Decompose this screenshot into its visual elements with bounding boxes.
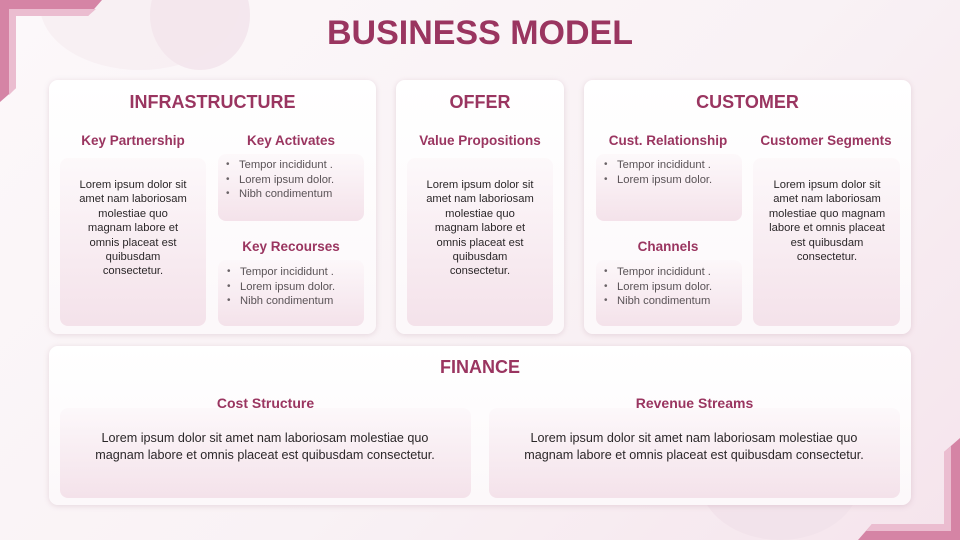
revenue-streams-text: Lorem ipsum dolor sit amet nam laboriosa… bbox=[524, 431, 864, 462]
value-propositions-text: Lorem ipsum dolor sit amet nam laboriosa… bbox=[426, 179, 534, 278]
revenue-streams-label: Revenue Streams bbox=[635, 395, 754, 411]
list-item: Lorem ipsum dolor. bbox=[227, 280, 335, 295]
list-item: Tempor incididunt . bbox=[604, 265, 712, 280]
cost-structure-panel bbox=[60, 408, 471, 498]
key-recourses-label: Key Recourses bbox=[242, 239, 340, 254]
corner-decoration-top-left bbox=[0, 0, 102, 102]
key-activates-list: Tempor incididunt . Lorem ipsum dolor. N… bbox=[226, 158, 334, 202]
infrastructure-heading: INFRASTRUCTURE bbox=[129, 92, 296, 112]
cust-relationship-label: Cust. Relationship bbox=[608, 133, 728, 148]
cost-structure-text: Lorem ipsum dolor sit amet nam laboriosa… bbox=[95, 431, 435, 462]
customer-segments-text: Lorem ipsum dolor sit amet nam laboriosa… bbox=[768, 179, 886, 264]
channels-list: Tempor incididunt . Lorem ipsum dolor. N… bbox=[604, 265, 712, 309]
key-recourses-list: Tempor incididunt . Lorem ipsum dolor. N… bbox=[227, 265, 335, 309]
finance-card: FINANCE Cost Structure Lorem ipsum dolor… bbox=[49, 346, 911, 505]
key-partnership-panel bbox=[60, 158, 206, 326]
channels-label: Channels bbox=[637, 239, 699, 254]
offer-card: OFFER Value Propositions Lorem ipsum dol… bbox=[396, 80, 564, 334]
key-activates-label: Key Activates bbox=[246, 133, 336, 148]
key-partnership-text: Lorem ipsum dolor sit amet nam laboriosa… bbox=[79, 179, 187, 278]
list-item: Tempor incididunt . bbox=[226, 158, 334, 173]
slide-title: BUSINESS MODEL bbox=[326, 14, 634, 52]
corner-decoration-bottom-right bbox=[858, 438, 960, 540]
infrastructure-card: INFRASTRUCTURE Key Partnership Lorem ips… bbox=[49, 80, 376, 334]
customer-card: CUSTOMER Cust. Relationship Tempor incid… bbox=[584, 80, 911, 334]
list-item: Lorem ipsum dolor. bbox=[604, 173, 712, 188]
list-item: Nibh condimentum bbox=[604, 294, 712, 309]
list-item: Tempor incididunt . bbox=[227, 265, 335, 280]
customer-heading: CUSTOMER bbox=[696, 92, 799, 112]
offer-heading: OFFER bbox=[449, 92, 511, 112]
list-item: Nibh condimentum bbox=[227, 294, 335, 309]
cost-structure-label: Cost Structure bbox=[216, 395, 315, 411]
value-propositions-label: Value Propositions bbox=[419, 133, 541, 148]
list-item: Nibh condimentum bbox=[226, 187, 334, 202]
list-item: Tempor incididunt . bbox=[604, 158, 712, 173]
finance-heading: FINANCE bbox=[440, 357, 520, 377]
revenue-streams-panel bbox=[489, 408, 900, 498]
customer-segments-label: Customer Segments bbox=[760, 133, 892, 148]
list-item: Lorem ipsum dolor. bbox=[604, 280, 712, 295]
list-item: Lorem ipsum dolor. bbox=[226, 173, 334, 188]
key-partnership-label: Key Partnership bbox=[81, 133, 185, 148]
customer-segments-panel bbox=[753, 158, 900, 326]
value-propositions-panel bbox=[407, 158, 553, 326]
cust-relationship-list: Tempor incididunt . Lorem ipsum dolor. bbox=[604, 158, 712, 187]
